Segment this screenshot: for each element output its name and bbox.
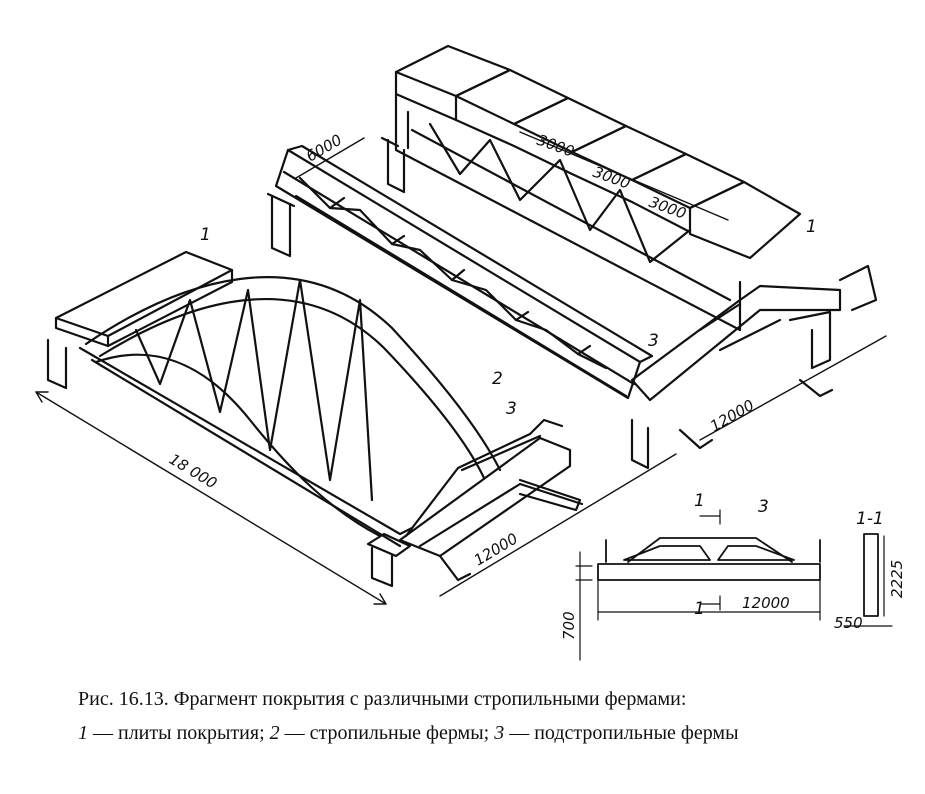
label-rafter-truss: 2 [492,369,503,389]
dim-section-length: 12000 [742,594,790,612]
label-section-mark-bottom: 1 [694,599,705,619]
legend-text-3: — подстропильные фермы [504,722,739,744]
dim-span-front: 12000 [471,529,521,569]
roof-structure-drawing: 1 1 2 3 3 1 1 3 1-1 18 000 12000 12000 6… [35,44,906,661]
dim-slab-1: 3000 [535,131,577,161]
label-section-title: 1-1 [856,509,884,529]
section-view [575,509,893,661]
legend-num-2: 2 [269,722,280,744]
dim-span-left: 18 000 [166,450,220,492]
dim-span-right: 12000 [707,396,757,435]
middle-truss [266,144,654,400]
label-roof-slab-right: 1 [806,217,817,237]
arched-truss [46,250,502,588]
label-sub-truss-front: 3 [506,399,517,419]
figure-caption-title: Рис. 16.13. Фрагмент покрытия с различны… [78,688,687,710]
legend-num-1: 1 [78,722,88,744]
dim-section-depth: 2225 [888,560,906,598]
dim-slab-3: 3000 [647,193,689,223]
right-truss-with-slabs [380,44,802,332]
dim-section-width: 550 [834,614,863,632]
sub-rafter-truss-front [398,418,584,582]
label-section-mark-top: 1 [694,491,705,511]
dim-section-height: 700 [560,611,578,640]
dim-slab-2: 3000 [591,163,633,193]
label-section-sub-truss: 3 [758,497,769,517]
label-sub-truss-right: 3 [648,331,659,351]
sub-rafter-truss-right [630,264,878,470]
legend-text-2: — стропильные фермы; [279,722,495,744]
label-roof-slab-left: 1 [200,225,211,245]
figure-caption-legend: 1 — плиты покрытия; 2 — стропильные ферм… [78,718,908,748]
legend-text-1: — плиты покрытия; [88,722,270,744]
dimension-lines [35,131,887,605]
legend-num-3: 3 [494,722,505,744]
